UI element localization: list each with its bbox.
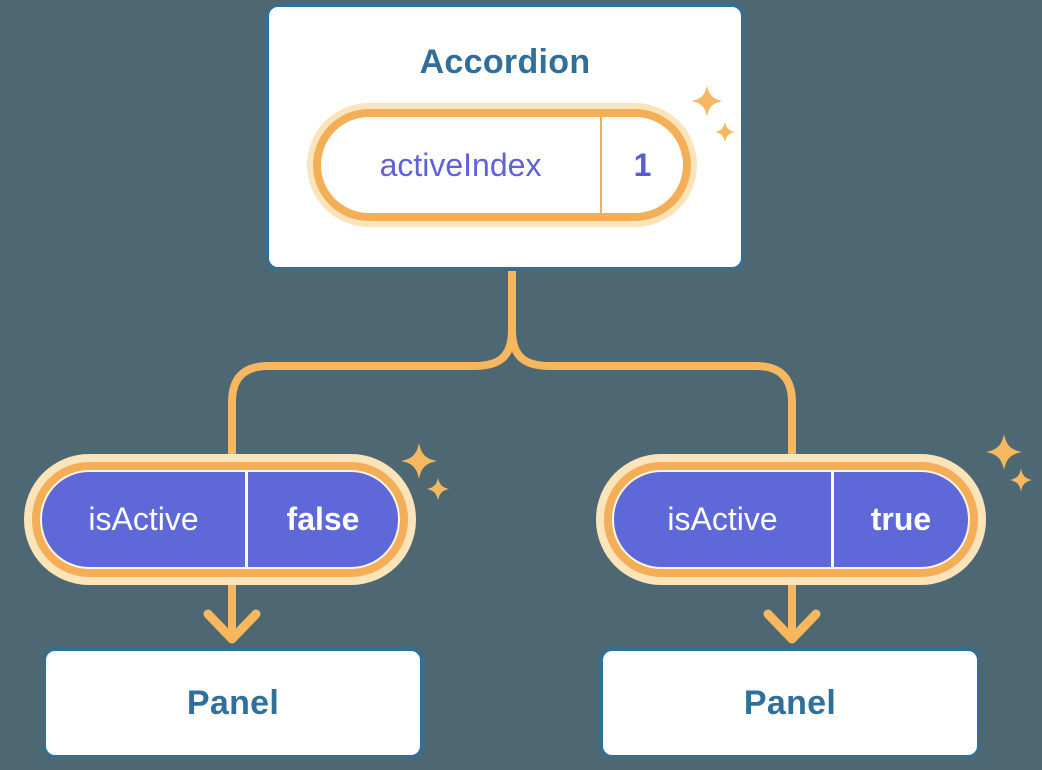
- sparkle-icon: [986, 434, 1022, 470]
- panel-card-right-title: Panel: [743, 683, 837, 722]
- panel-card-right: Panel: [600, 648, 980, 758]
- prop-pill-left-divider: [245, 472, 248, 567]
- state-pill-divider: [600, 117, 602, 213]
- sparkle-icon: [401, 443, 437, 479]
- prop-pill-right: isActive true: [614, 472, 968, 567]
- prop-pill-left: isActive false: [42, 472, 398, 567]
- state-pill-name: activeIndex: [379, 146, 542, 183]
- prop-pill-right-name: isActive: [667, 501, 778, 537]
- sparkle-icon: [1009, 468, 1033, 492]
- prop-pill-right-divider: [831, 472, 834, 567]
- state-pill-value: 1: [633, 146, 652, 183]
- panel-card-left: Panel: [43, 648, 423, 758]
- prop-pill-left-name: isActive: [88, 501, 199, 537]
- state-pill: activeIndex 1: [321, 117, 683, 213]
- arrow-down-icon: [763, 609, 821, 644]
- accordion-card-title: Accordion: [419, 43, 591, 81]
- prop-pill-right-value: true: [870, 501, 932, 537]
- sparkle-icon: [426, 477, 450, 501]
- arrow-down-icon: [203, 609, 261, 644]
- prop-pill-left-value: false: [286, 501, 360, 537]
- panel-card-left-title: Panel: [186, 683, 280, 722]
